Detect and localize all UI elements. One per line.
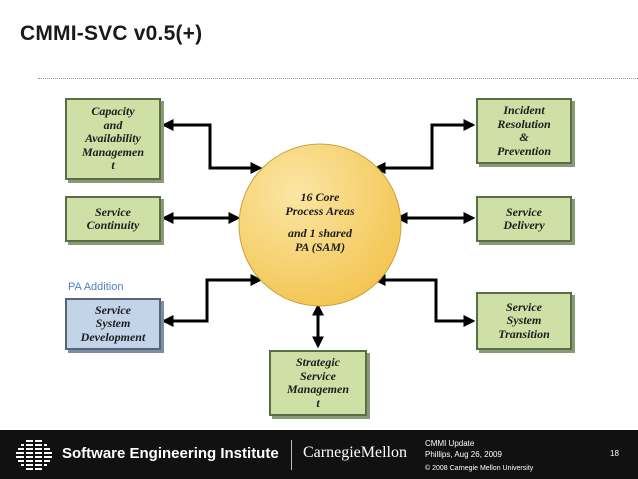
core-process-areas-circle [238, 143, 402, 307]
box-line: System [95, 316, 131, 331]
page-number: 18 [610, 449, 619, 458]
box-line: Service [300, 368, 336, 383]
box-line: Transition [498, 326, 550, 341]
connector-development [161, 274, 263, 327]
box-line: and [103, 117, 123, 132]
slide-title: CMMI-SVC v0.5(+) [20, 22, 203, 45]
box-line: System [506, 313, 542, 328]
pa-service-continuity: Service Continuity [65, 196, 161, 242]
box-line: Incident [503, 103, 545, 117]
box-line: & [519, 130, 529, 144]
sei-name: Software Engineering Institute [62, 445, 279, 462]
core-pa-line3: and 1 shared [287, 226, 352, 240]
box-line: Strategic [295, 355, 340, 369]
box-line: Service [95, 204, 131, 219]
footer-line1: CMMI Update [425, 439, 475, 448]
box-line: Development [80, 329, 146, 344]
pa-addition-label: PA Addition [68, 281, 124, 293]
box-line: Managemen [81, 144, 144, 159]
core-pa-line2: Process Areas [285, 204, 355, 218]
box-line: Service [95, 302, 131, 317]
box-line: t [111, 158, 115, 173]
box-line: Capacity [91, 104, 135, 119]
title-divider [38, 78, 638, 79]
box-line: Service [506, 204, 542, 219]
core-pa-line1: 16 Core [300, 190, 340, 204]
cmu-name: CarnegieMellon [303, 444, 407, 461]
box-line: t [316, 395, 320, 410]
pa-strategic-service-management: Strategic Service Managemen t [269, 350, 367, 416]
pa-capacity-availability: Capacity and Availability Managemen t [65, 98, 161, 180]
footer-info: CMMI Update Phillips, Aug 26, 2009 © 200… [425, 438, 533, 474]
pa-service-system-transition: Service System Transition [476, 292, 572, 350]
pa-diagram [161, 119, 476, 349]
box-line: Continuity [86, 218, 140, 232]
sei-globe-logo-icon [16, 439, 52, 471]
box-line: Resolution [497, 116, 551, 131]
connector-capacity [161, 119, 263, 174]
footer-line2: Phillips, Aug 26, 2009 [425, 450, 502, 459]
box-line: Availability [85, 131, 141, 146]
box-line: Delivery [503, 218, 545, 232]
box-line: Managemen [286, 382, 349, 396]
connector-incident [373, 119, 476, 174]
pa-service-system-development: Service System Development [65, 298, 161, 350]
slide-footer: Software Engineering Institute CarnegieM… [0, 430, 638, 479]
footer-copyright: © 2008 Carnegie Mellon University [425, 465, 534, 472]
connector-transition [373, 274, 476, 327]
core-pa-line4: PA (SAM) [294, 240, 346, 254]
box-line: Prevention [497, 143, 551, 158]
footer-divider [291, 440, 292, 470]
pa-incident-resolution-prevention: Incident Resolution & Prevention [476, 98, 572, 164]
pa-service-delivery: Service Delivery [476, 196, 572, 242]
core-pa-text: 16 Core Process Areas and 1 shared PA (S… [262, 190, 378, 254]
box-line: Service [506, 299, 542, 314]
